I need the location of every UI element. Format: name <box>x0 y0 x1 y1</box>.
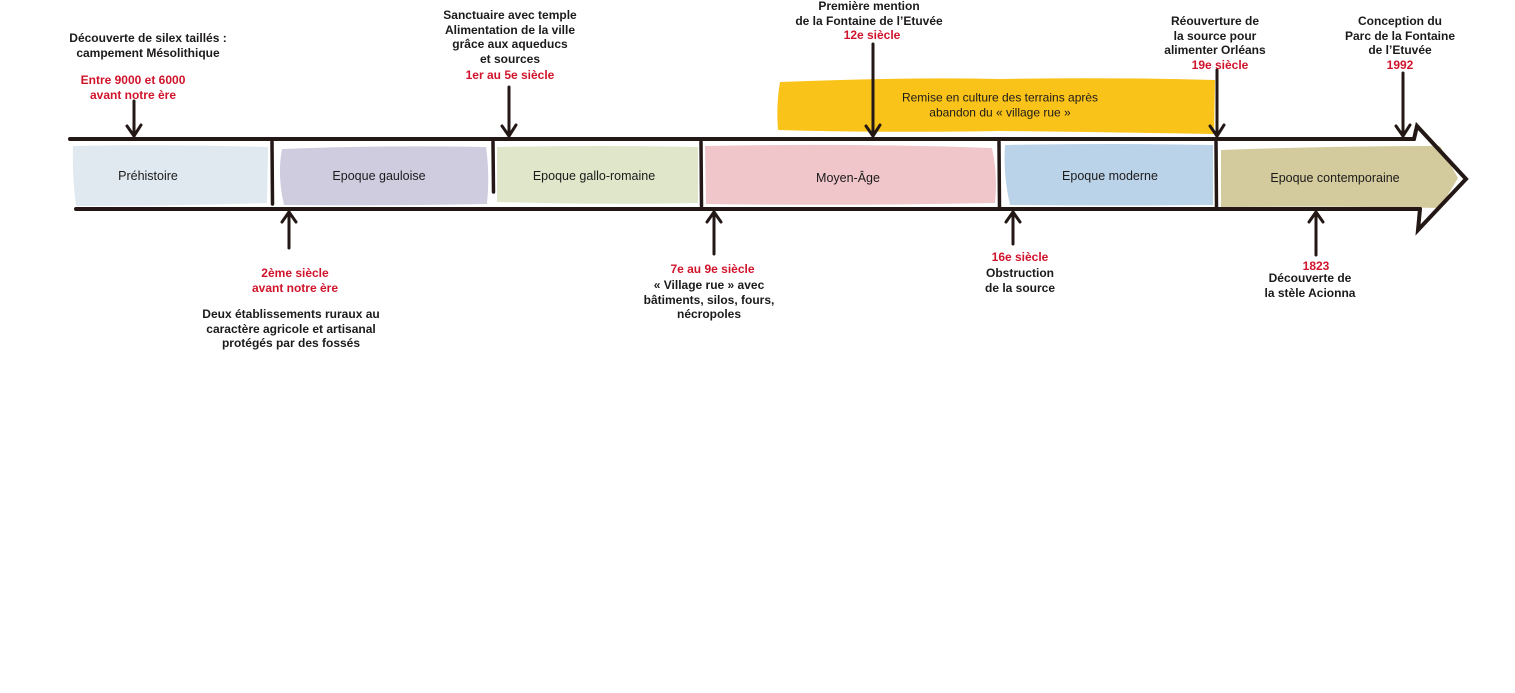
event-arrows <box>125 42 1412 257</box>
event-stele-description: Découverte de la stèle Acionna <box>1264 271 1356 300</box>
period-band-gallo-romaine <box>497 146 698 204</box>
event-sanctuaire-description: Sanctuaire avec temple Alimentation de l… <box>443 8 577 66</box>
event-stele-date: 1823 <box>1302 259 1330 273</box>
event-etablissements-description: Deux établissements ruraux au caractère … <box>202 307 380 350</box>
arrow-silex-head <box>125 123 143 139</box>
period-label-contemporaine: Epoque contemporaine <box>1270 171 1400 185</box>
period-band-contemporaine <box>1221 146 1458 208</box>
arrow-premiere-mention-head <box>864 123 882 139</box>
banner-remise-en-culture <box>777 78 1215 134</box>
period-band-gauloise <box>279 146 489 206</box>
period-label-gauloise: Epoque gauloise <box>332 169 426 183</box>
banner-label: Remise en culture des terrains après aba… <box>901 90 1099 120</box>
arrow-conception-parc-head <box>1394 123 1412 139</box>
event-obstruction-description: Obstruction de la source <box>984 266 1056 295</box>
timeline-axis <box>68 121 1469 236</box>
event-etablissements-date: 2ème siècle avant notre ère <box>251 266 339 295</box>
arrow-obstruction-head <box>1004 209 1022 224</box>
event-sanctuaire-date: 1er au 5e siècle <box>465 68 555 82</box>
arrow-village-rue-head <box>705 209 723 224</box>
arrow-etablissements-head <box>280 209 298 224</box>
event-village-rue-date: 7e au 9e siècle <box>670 262 755 276</box>
period-divider <box>1214 140 1219 211</box>
event-conception-parc-date: 1992 <box>1386 58 1414 72</box>
period-label-moderne: Epoque moderne <box>1062 169 1158 183</box>
axis-arrow-head <box>1412 121 1469 236</box>
event-reouverture-description: Réouverture de la source pour alimenter … <box>1164 14 1266 57</box>
period-divider <box>699 140 704 208</box>
period-band-moderne <box>1004 144 1213 206</box>
period-band-moyen-age <box>705 144 996 205</box>
event-obstruction-date: 16e siècle <box>991 250 1049 264</box>
period-divider <box>491 140 496 194</box>
event-reouverture-date: 19e siècle <box>1191 58 1249 72</box>
arrow-reouverture-head <box>1208 123 1226 139</box>
period-label-gallo-romaine: Epoque gallo-romaine <box>532 169 656 183</box>
period-band-prehistoire <box>72 145 268 206</box>
period-divider <box>270 140 275 206</box>
period-label-moyen-age: Moyen-Âge <box>816 171 880 185</box>
event-village-rue-description: « Village rue » avec bâtiments, silos, f… <box>643 278 775 321</box>
arrow-stele-head <box>1307 209 1325 224</box>
event-silex-date: Entre 9000 et 6000 avant notre ère <box>80 73 186 102</box>
event-premiere-mention-description: Première mention de la Fontaine de l’Etu… <box>795 0 943 28</box>
event-silex-description: Découverte de silex taillés : campement … <box>69 31 227 60</box>
period-label-prehistoire: Préhistoire <box>118 169 178 183</box>
event-premiere-mention-date: 12e siècle <box>843 28 901 42</box>
event-conception-parc-description: Conception du Parc de la Fontaine de l’E… <box>1344 14 1456 57</box>
arrow-sanctuaire-head <box>500 123 518 139</box>
period-divider <box>997 140 1002 211</box>
